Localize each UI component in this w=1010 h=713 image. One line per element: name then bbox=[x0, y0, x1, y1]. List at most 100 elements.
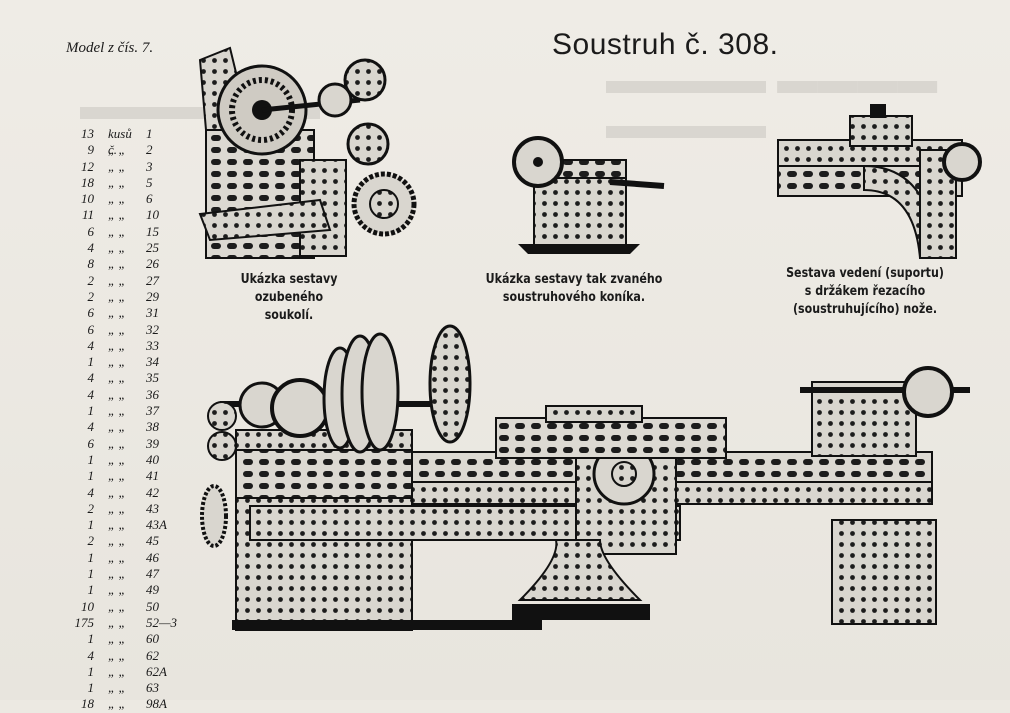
parts-qty: 4 bbox=[87, 419, 95, 435]
parts-mark: „ „ bbox=[108, 566, 126, 582]
caption-line: soukolí. bbox=[264, 307, 314, 323]
parts-list-row: 1„ „46 bbox=[56, 550, 206, 566]
parts-list-row: 1„ „62A bbox=[56, 664, 206, 680]
caption-line: Ukázka sestavy ozubeného bbox=[240, 271, 338, 305]
parts-number: 47 bbox=[146, 566, 159, 582]
caption-line: s držákem řezacího bbox=[804, 283, 926, 299]
parts-number: 45 bbox=[146, 533, 159, 549]
parts-list-row: 4 „ „ 35 bbox=[56, 370, 206, 386]
parts-mark: „ „ bbox=[108, 663, 126, 679]
carriage-illustration bbox=[777, 104, 982, 259]
parts-list-row: 4„ „36 bbox=[56, 387, 206, 403]
parts-mark: „ „ bbox=[108, 288, 126, 304]
parts-list-row: 1„ „37 bbox=[56, 403, 206, 419]
parts-number: 33 bbox=[146, 337, 159, 353]
parts-qty: 10 bbox=[81, 598, 94, 614]
parts-list-row: 8„ „26 bbox=[56, 256, 206, 272]
parts-mark: „ „ bbox=[108, 354, 126, 370]
parts-qty: 1 bbox=[87, 582, 95, 598]
parts-mark: „ „ bbox=[108, 240, 126, 256]
page-title: Soustruh č. 308. bbox=[552, 28, 779, 61]
parts-number: 29 bbox=[146, 288, 159, 304]
parts-number: 42 bbox=[146, 484, 159, 500]
parts-number: 46 bbox=[146, 549, 159, 565]
parts-number: 38 bbox=[146, 419, 159, 435]
parts-qty: 1 bbox=[87, 403, 95, 419]
parts-mark: „ „ bbox=[108, 207, 126, 223]
parts-list-row: 1„ „40 bbox=[56, 452, 206, 468]
parts-list-row: 1„ „34 bbox=[56, 354, 206, 370]
parts-qty: 1 bbox=[87, 631, 95, 647]
parts-mark: „ „ bbox=[108, 305, 126, 321]
parts-number: 5 bbox=[146, 174, 153, 190]
parts-list-row: 4 „ „ 42 bbox=[56, 485, 206, 501]
parts-list-row: 18„ „5 bbox=[56, 175, 206, 191]
parts-qty: 4 bbox=[87, 370, 95, 386]
parts-mark: „ „ bbox=[108, 468, 126, 484]
parts-list-row: 1„ „43A bbox=[56, 517, 206, 533]
parts-qty: 4 bbox=[87, 337, 95, 353]
caption-line: Ukázka sestavy tak zvaného bbox=[485, 271, 663, 287]
parts-number: 43 bbox=[146, 500, 159, 516]
parts-mark: „ „ bbox=[108, 484, 126, 500]
caption-gears: Ukázka sestavy ozubeného soukolí. bbox=[211, 270, 367, 324]
parts-list-row: 175„ „52—3 bbox=[56, 615, 206, 631]
parts-mark: „ „ bbox=[108, 647, 126, 663]
parts-number: 6 bbox=[146, 191, 153, 207]
parts-list-row: 2„ „29 bbox=[56, 289, 206, 305]
parts-qty: 1 bbox=[87, 680, 95, 696]
parts-qty: 1 bbox=[87, 663, 95, 679]
caption-line: soustruhového koníka. bbox=[502, 289, 646, 305]
parts-list-row: 1„ „41 bbox=[56, 468, 206, 484]
parts-mark: kusů č. bbox=[108, 126, 132, 158]
parts-qty: 6 bbox=[87, 321, 95, 337]
parts-qty: 9 bbox=[87, 142, 95, 158]
parts-mark: „ „ bbox=[108, 223, 126, 239]
parts-number: 3 bbox=[146, 158, 153, 174]
parts-qty: 4 bbox=[87, 484, 95, 500]
tailstock-illustration bbox=[512, 136, 665, 254]
parts-number: 49 bbox=[146, 582, 159, 598]
parts-qty: 4 bbox=[87, 647, 95, 663]
parts-qty: 4 bbox=[87, 240, 95, 256]
parts-mark: „ „ bbox=[108, 191, 126, 207]
parts-list-row: 4 „ „ 38 bbox=[56, 419, 206, 435]
parts-mark: „ „ bbox=[108, 419, 126, 435]
parts-mark: „ „ bbox=[108, 142, 126, 158]
parts-mark: „ „ bbox=[108, 370, 126, 386]
parts-mark: „ „ bbox=[108, 533, 126, 549]
caption-line: (soustruhujícího) nože. bbox=[792, 301, 938, 317]
parts-number: 63 bbox=[146, 680, 159, 696]
parts-number: 35 bbox=[146, 370, 159, 386]
caption-line: Sestava vedení (suportu) bbox=[786, 265, 944, 281]
parts-list-row: 6„ „39 bbox=[56, 436, 206, 452]
parts-mark: „ „ bbox=[108, 517, 126, 533]
parts-qty: 1 bbox=[87, 566, 95, 582]
parts-list-row: 1„ „49 bbox=[56, 582, 206, 598]
parts-mark: „ „ bbox=[108, 272, 126, 288]
parts-number: 26 bbox=[146, 256, 159, 272]
lathe-main-illustration bbox=[200, 324, 970, 631]
parts-number: 27 bbox=[146, 272, 159, 288]
parts-list-row: 2„ „43 bbox=[56, 501, 206, 517]
parts-qty: 1 bbox=[87, 451, 95, 467]
parts-qty: 2 bbox=[87, 272, 95, 288]
parts-list-row: 4„ „25 bbox=[56, 240, 206, 256]
parts-mark: „ „ bbox=[108, 435, 126, 451]
parts-number: 32 bbox=[146, 321, 159, 337]
parts-list-row: 4„ „33 bbox=[56, 338, 206, 354]
bleed-through-text: ▬▬▬▬ ▬▬▬▬ ▬▬▬▬ bbox=[606, 58, 938, 147]
parts-qty: 2 bbox=[87, 533, 95, 549]
parts-list-row: 2 „ „ 45 bbox=[56, 533, 206, 549]
parts-mark: „ „ bbox=[108, 158, 126, 174]
parts-list-row: 2 „ „ 27 bbox=[56, 273, 206, 289]
parts-list-row: 6„ „31 bbox=[56, 305, 206, 321]
parts-number: 37 bbox=[146, 403, 159, 419]
model-reference: Model z čís. 7. bbox=[66, 40, 154, 56]
parts-number: 10 bbox=[146, 207, 159, 223]
parts-mark: „ „ bbox=[108, 631, 126, 647]
parts-mark: „ „ bbox=[108, 680, 126, 696]
parts-mark: „ „ bbox=[108, 451, 126, 467]
parts-number: 62 bbox=[146, 647, 159, 663]
